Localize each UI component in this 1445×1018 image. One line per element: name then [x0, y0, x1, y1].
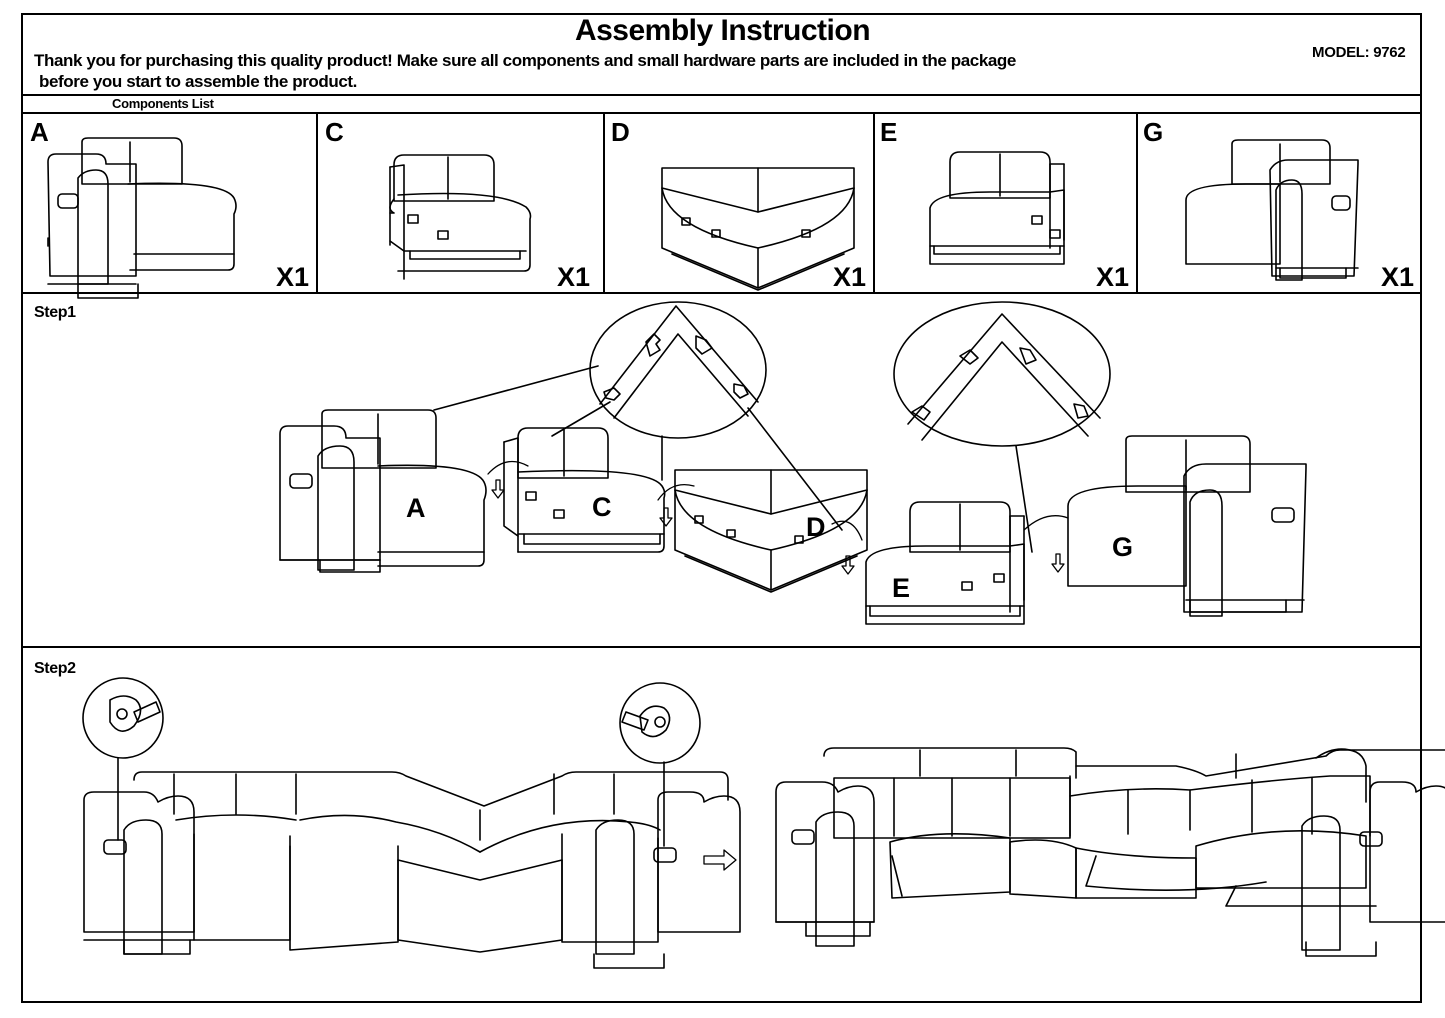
component-letter-c: C: [325, 117, 344, 147]
component-letter-e: E: [880, 117, 898, 147]
step1-part-c: [503, 427, 666, 553]
step1-part-g: [1067, 435, 1307, 617]
step2-arrow-icon: [703, 849, 737, 871]
component-qty-c: X1: [557, 262, 591, 292]
components-top-divider: [21, 112, 1422, 114]
step1-label-g: G: [1112, 532, 1133, 562]
model-number: MODEL: 9762: [1312, 44, 1406, 61]
component-a-illustration: [47, 137, 237, 299]
step2-detail-circle-right: [619, 682, 701, 847]
step1-label-e: E: [892, 573, 910, 603]
component-d-illustration: [661, 167, 855, 291]
step2-sectional-after: [775, 747, 1445, 957]
step1-label-d: D: [806, 512, 826, 542]
header-divider: [21, 94, 1422, 96]
cell-divider: [873, 113, 875, 293]
intro-text: Thank you for purchasing this quality pr…: [34, 50, 1154, 92]
component-qty-g: X1: [1381, 262, 1415, 292]
steps-divider: [21, 646, 1422, 648]
step1-part-e: [865, 501, 1025, 625]
cell-divider: [316, 113, 318, 293]
component-qty-e: X1: [1096, 262, 1130, 292]
step1-detail-circle-left: [433, 301, 843, 531]
cell-divider: [1136, 113, 1138, 293]
step1-label-a: A: [406, 493, 426, 523]
intro-line-1: Thank you for purchasing this quality pr…: [34, 51, 1016, 70]
step1-illustration: A C D: [279, 301, 1307, 625]
step2-illustration: [82, 677, 1445, 969]
component-e-illustration: [929, 151, 1065, 265]
component-qty-d: X1: [833, 262, 867, 292]
component-c-illustration: [389, 154, 532, 280]
cell-divider: [603, 113, 605, 293]
step2-sectional-before: [83, 771, 741, 969]
component-g-illustration: [1185, 139, 1359, 281]
component-letter-a: A: [30, 117, 49, 147]
step1-part-a: [279, 409, 487, 573]
intro-line-2: before you start to assemble the product…: [39, 72, 357, 91]
components-list-title: Components List: [112, 96, 214, 111]
step2-detail-circle-left: [82, 677, 164, 841]
page-frame: [21, 13, 1422, 1003]
step1-part-d: [674, 469, 868, 593]
page-title: Assembly Instruction: [574, 14, 871, 47]
step2-label: Step2: [34, 660, 76, 677]
step1-label-c: C: [592, 492, 612, 522]
step1-detail-circle-right: [893, 301, 1111, 553]
components-bottom-divider: [21, 292, 1422, 294]
component-qty-a: X1: [276, 262, 310, 292]
component-letter-d: D: [611, 117, 630, 147]
component-letter-g: G: [1143, 117, 1164, 147]
step1-label: Step1: [34, 304, 76, 321]
